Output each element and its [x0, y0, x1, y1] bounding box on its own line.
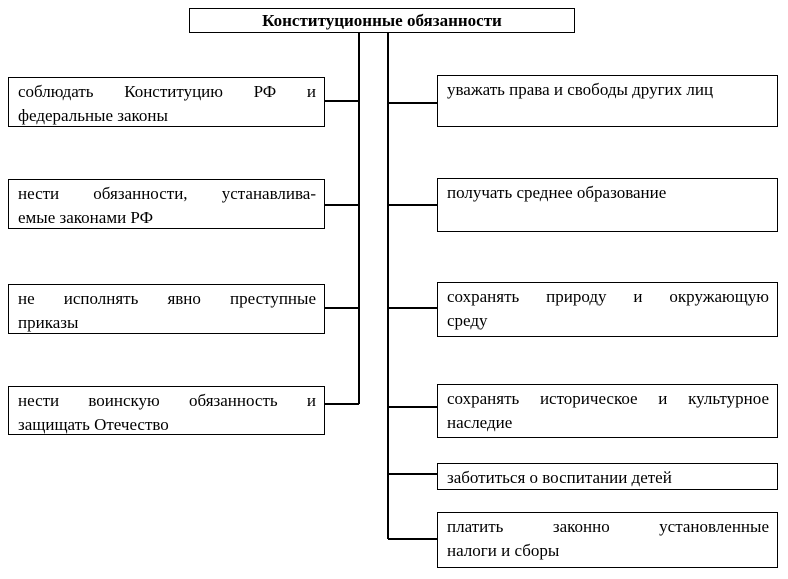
text-line: сохранять историческое и культурное — [447, 389, 769, 408]
title-box: Конституционные обязанности — [189, 8, 575, 33]
box-respect-rights: уважать права и свободы других лиц — [437, 75, 778, 127]
box-secondary-education: получать среднее образование — [437, 178, 778, 232]
box-preserve-nature: сохранять природу и окружающую среду — [437, 282, 778, 337]
connector-trunk-left — [358, 32, 360, 404]
connector-stub-right-3 — [388, 307, 438, 309]
text-line: не исполнять явно преступные — [18, 289, 316, 308]
diagram-title: Конституционные обязанности — [262, 11, 502, 30]
text-line: защищать Отечество — [18, 415, 169, 434]
text-line: соблюдать Конституцию РФ и — [18, 82, 316, 101]
text-line: налоги и сборы — [447, 541, 560, 560]
box-child-care: заботиться о воспитании детей — [437, 463, 778, 490]
text-line: федеральные законы — [18, 106, 168, 125]
connector-stub-right-4 — [388, 406, 438, 408]
box-military-duty: нести воинскую обязанность и защищать От… — [8, 386, 325, 435]
text-line: наследие — [447, 413, 513, 432]
text-line: получать среднее образование — [447, 183, 667, 202]
connector-stub-right-5 — [388, 473, 438, 475]
text-line: заботиться о воспитании детей — [447, 468, 672, 487]
connector-stub-right-2 — [388, 204, 438, 206]
text-line: среду — [447, 311, 488, 330]
text-line: нести воинскую обязанность и — [18, 391, 316, 410]
text-line: емые законами РФ — [18, 208, 154, 227]
connector-stub-left-4 — [324, 403, 359, 405]
connector-stub-left-3 — [324, 307, 359, 309]
connector-stub-left-1 — [324, 100, 359, 102]
text-line: приказы — [18, 313, 79, 332]
box-duties-established-by-law: нести обязанности, устанавлива- емые зак… — [8, 179, 325, 229]
connector-stub-right-6 — [388, 538, 438, 540]
text-line: платить законно установленные — [447, 517, 769, 536]
box-preserve-heritage: сохранять историческое и культурное насл… — [437, 384, 778, 438]
connector-stub-left-2 — [324, 204, 359, 206]
text-line: уважать права и свободы других лиц — [447, 80, 714, 99]
text-line: нести обязанности, устанавлива- — [18, 184, 316, 203]
connector-stub-right-1 — [388, 102, 438, 104]
box-no-criminal-orders: не исполнять явно преступные приказы — [8, 284, 325, 334]
box-pay-taxes: платить законно установленные налоги и с… — [437, 512, 778, 568]
text-line: сохранять природу и окружающую — [447, 287, 769, 306]
connector-trunk-right — [387, 32, 389, 539]
box-comply-constitution-laws: соблюдать Конституцию РФ и федеральные з… — [8, 77, 325, 127]
